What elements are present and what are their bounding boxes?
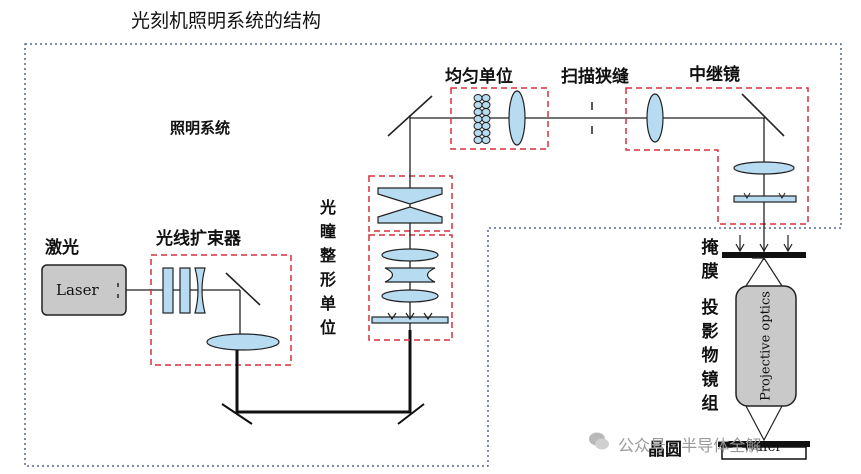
projective-optics-box: [735, 285, 797, 407]
wafer-plate: [718, 441, 810, 447]
homogenizer-box: [450, 87, 549, 150]
zoom-lens-1: [381, 248, 439, 262]
wafer-stage: [721, 446, 807, 460]
relay-plate: [733, 195, 797, 203]
expander-mirror: [225, 272, 261, 306]
watermark-text: 公众号 · 半导体全解: [618, 436, 762, 455]
system-boundary: [24, 43, 842, 467]
projective-to-wafer-cone: [745, 405, 783, 442]
relay-lens-1: [646, 93, 664, 143]
expander-lens: [206, 333, 280, 351]
zoom-lens-2: [381, 289, 439, 303]
axicon-top: [377, 187, 443, 205]
relay-fold-mirror: [741, 93, 785, 137]
expander-plate-1: [162, 267, 174, 314]
homogenizer-lens: [508, 90, 526, 146]
diagram-title: 光刻机照明系统的结构: [131, 10, 322, 32]
mask-to-projective-cone: [745, 256, 783, 287]
expander-plate-2: [179, 267, 191, 314]
homogenizer-label: 均匀单位: [445, 67, 513, 87]
projective-optics-label: Projective optics: [758, 291, 774, 401]
illumination-system-label: 照明系统: [170, 119, 231, 137]
top-left-mirror: [387, 95, 433, 137]
laser-label: Laser: [56, 281, 99, 299]
relay-lens-2: [733, 161, 795, 175]
microlens-array: [473, 94, 491, 144]
expander-concave-lens: [194, 267, 206, 314]
projection-lens-label: 投影物镜组: [701, 298, 719, 414]
zoom-lens-concave: [384, 267, 436, 283]
beam-expander-box: [150, 254, 292, 366]
scan-slit-label: 扫描狭缝: [561, 67, 629, 87]
relay-lens-box: [625, 87, 809, 225]
bottom-left-mirror: [221, 403, 253, 425]
laser-cn-label: 激光: [45, 238, 79, 258]
relay-lens-label: 中继镜: [689, 65, 740, 85]
axicon-bottom: [377, 206, 443, 224]
beam-expander-label: 光线扩束器: [156, 229, 241, 249]
mask-plate: [722, 252, 806, 258]
beam-bottom-path: [235, 330, 412, 414]
wafer-cn-label: 晶圆: [648, 440, 682, 460]
mask-label: 掩膜: [701, 238, 719, 282]
bottom-right-mirror: [397, 403, 425, 425]
wechat-icon: [589, 432, 609, 450]
pupil-shaping-label: 光瞳整形单位: [319, 198, 336, 337]
wafer-label: Wafer: [743, 440, 782, 455]
